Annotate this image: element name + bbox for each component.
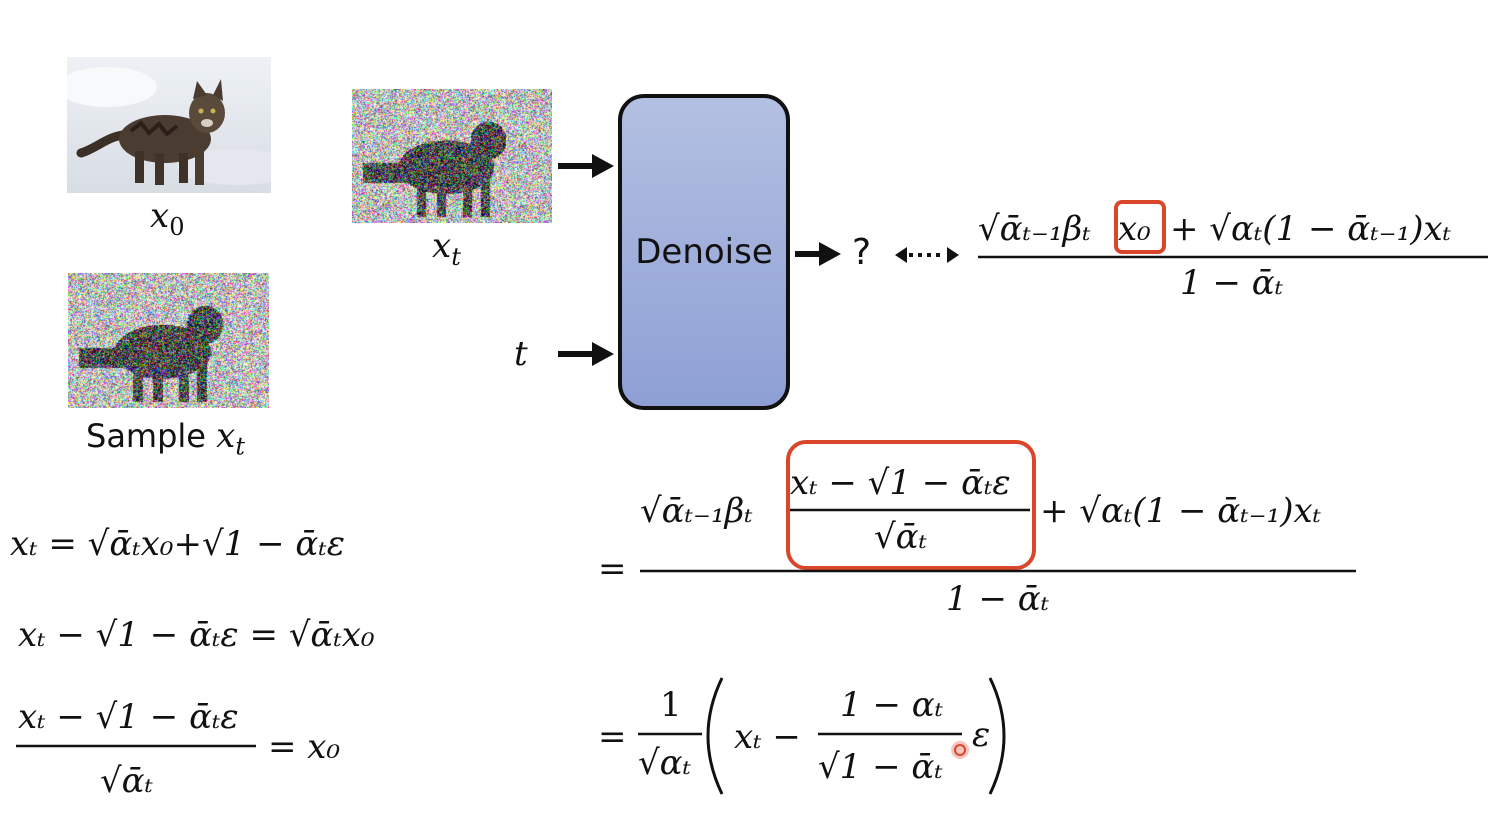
xt-noisy-cat-image (352, 89, 552, 223)
top-num-part1: √ᾱₜ₋₁βₜ (978, 209, 1091, 249)
left-eq1: xₜ = √ᾱₜx₀+√1 − ᾱₜε (10, 524, 345, 564)
question-mark: ? (852, 232, 872, 273)
denoise-label: Denoise (635, 232, 773, 272)
left-eq3-num: xₜ − √1 − ᾱₜε (18, 697, 239, 737)
mid-den: 1 − ᾱₜ (946, 579, 1050, 619)
t-input-label: t (514, 334, 528, 374)
noisy-cat-photo-icon (68, 273, 269, 408)
mid-inner-den: √ᾱₜ (874, 517, 928, 557)
bottom-frac1-den: √αₜ (638, 743, 692, 783)
forward-process-equations: xₜ = √ᾱₜx₀+√1 − ᾱₜε xₜ − √1 − ᾱₜε = √ᾱₜx… (10, 524, 375, 801)
bottom-eq-sign: = (598, 717, 627, 757)
bottom-xt: xₜ − (734, 717, 801, 757)
simplified-equation: = 1 √αₜ xₜ − 1 − αₜ √1 − ᾱₜ ε (598, 677, 1006, 795)
mid-num-part1: √ᾱₜ₋₁βₜ (640, 491, 753, 531)
clean-cat-image (67, 57, 271, 193)
left-eq3-den: √ᾱₜ (100, 761, 154, 801)
left-eq2: xₜ − √1 − ᾱₜε = √ᾱₜx₀ (18, 615, 375, 655)
bottom-eps: ε (972, 715, 990, 755)
sample-xt-label: Sample xt (86, 416, 245, 461)
noisy-cat-photo-icon (352, 89, 552, 223)
mid-num-part2: + √αₜ(1 − ᾱₜ₋₁)xₜ (1040, 491, 1322, 531)
posterior-mean-equation: √ᾱₜ₋₁βₜ x₀ + √αₜ(1 − ᾱₜ₋₁)xₜ 1 − ᾱₜ (978, 200, 1488, 303)
bottom-frac2-den: √1 − ᾱₜ (818, 747, 943, 787)
denoise-output-arrow-icon (795, 242, 841, 266)
sample-noisy-cat-image (68, 273, 269, 408)
mid-inner-num: xₜ − √1 − ᾱₜε (790, 463, 1011, 503)
pointer-dot (951, 741, 969, 759)
xt-to-denoise-arrow-icon (558, 154, 614, 178)
x0-highlight-box (1114, 200, 1166, 254)
top-den: 1 − ᾱₜ (1180, 263, 1284, 303)
x0-label: x0 (150, 196, 185, 241)
substituted-equation: = √ᾱₜ₋₁βₜ xₜ − √1 − ᾱₜε √ᾱₜ + √αₜ(1 − ᾱₜ… (598, 440, 1356, 619)
mid-eq-sign: = (598, 549, 627, 589)
left-paren (706, 677, 724, 795)
bottom-frac1-num: 1 (660, 685, 682, 725)
substitution-highlight-box (786, 440, 1036, 570)
left-eq3-rhs: = x₀ (268, 727, 340, 767)
denoise-block (618, 94, 790, 410)
top-num-part2: + √αₜ(1 − ᾱₜ₋₁)xₜ (1170, 209, 1452, 249)
top-num-highlight: x₀ (1118, 209, 1151, 249)
cat-photo-icon (67, 57, 271, 193)
t-to-denoise-arrow-icon (558, 342, 614, 366)
right-paren (988, 677, 1006, 795)
double-dotted-arrow-icon (895, 247, 959, 263)
xt-label: xt (432, 226, 461, 271)
bottom-frac2-num: 1 − αₜ (840, 685, 944, 725)
